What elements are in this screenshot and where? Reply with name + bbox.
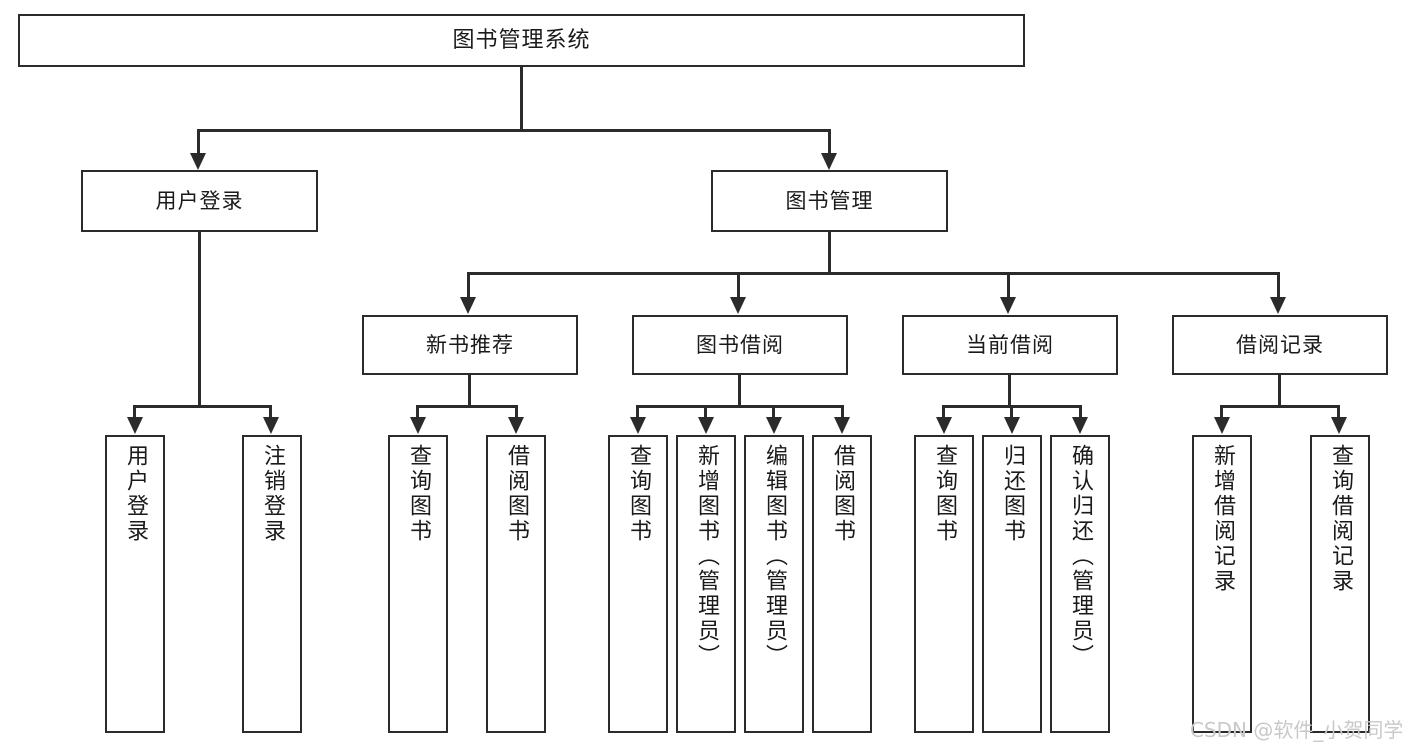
arrowhead-leaf-add-record [1214,417,1230,434]
node-label: 查询借阅记录 [1328,444,1353,594]
arrowhead-leaf-add-book [698,417,714,434]
node-label: 当前借阅 [966,332,1054,357]
connector-user-login-stem [198,232,201,408]
node-leaf-borrow-book-2[interactable]: 借阅图书 [812,435,872,733]
connector-book-borrow-l4 [841,405,844,418]
node-label: 用户登录 [123,444,148,544]
node-book-manage[interactable]: 图书管理 [711,170,948,232]
node-leaf-user-logout[interactable]: 注销登录 [242,435,302,733]
node-label: 图书管理系统 [452,27,591,53]
connector-book-manage-to-book-borrow [737,272,740,298]
arrowhead-leaf-edit-book [766,417,782,434]
arrowhead-leaf-borrow-book-2 [834,417,850,434]
node-label: 图书借阅 [696,332,784,357]
node-label: 新书推荐 [426,332,514,357]
connector-book-borrow-l3 [772,405,775,418]
node-label: 确认归还（管理员） [1068,444,1093,669]
arrowhead-leaf-borrow-book-1 [508,417,524,434]
arrowhead-leaf-return-book [1004,417,1020,434]
connector-book-borrow-bus [636,405,844,408]
connector-borrow-record-left [1220,405,1223,418]
connector-current-borrow-stem [1008,375,1011,408]
node-root-system[interactable]: 图书管理系统 [18,14,1025,67]
arrowhead-root-to-user-login [190,153,206,170]
arrowhead-leaf-user-logout [263,417,279,434]
node-leaf-return-book[interactable]: 归还图书 [982,435,1042,733]
node-borrow-record[interactable]: 借阅记录 [1172,315,1388,375]
connector-user-login-bus [133,405,271,408]
connector-book-manage-to-borrow-record [1277,272,1280,298]
node-user-login[interactable]: 用户登录 [81,170,318,232]
node-label: 借阅记录 [1236,332,1324,357]
node-leaf-add-book[interactable]: 新增图书（管理员） [676,435,736,733]
node-label: 新增借阅记录 [1210,444,1235,594]
node-label: 归还图书 [1000,444,1025,544]
connector-current-borrow-l3 [1079,405,1082,418]
connector-root-to-user-login [197,129,200,155]
arrowhead-leaf-user-login [127,417,143,434]
connector-book-manage-to-current-borrow [1007,272,1010,298]
arrowhead-leaf-confirm-return [1072,417,1088,434]
node-leaf-confirm-return[interactable]: 确认归还（管理员） [1050,435,1110,733]
connector-user-login-right [269,405,272,418]
arrowhead-leaf-query-book-1 [410,417,426,434]
node-leaf-user-login[interactable]: 用户登录 [105,435,165,733]
node-label: 图书管理 [785,188,874,213]
arrowhead-current-borrow [1000,297,1016,314]
connector-book-manage-to-new-book [467,272,470,298]
node-leaf-query-book-1[interactable]: 查询图书 [388,435,448,733]
connector-new-book-left [416,405,419,418]
arrowhead-borrow-record [1270,297,1286,314]
connector-root-bus [197,129,831,132]
connector-book-borrow-stem [738,375,741,408]
connector-current-borrow-l2 [1010,405,1013,418]
node-label: 借阅图书 [830,444,855,544]
arrowhead-root-to-book-manage [821,153,837,170]
node-label: 注销登录 [260,444,285,544]
arrowhead-book-borrow [730,297,746,314]
node-leaf-query-book-3[interactable]: 查询图书 [914,435,974,733]
connector-book-borrow-l1 [636,405,639,418]
connector-book-manage-bus [467,272,1280,275]
connector-root-to-book-manage [828,129,831,155]
connector-new-book-right [515,405,518,418]
connector-borrow-record-right [1337,405,1340,418]
node-label: 借阅图书 [504,444,529,544]
connector-book-manage-stem [828,232,831,274]
node-leaf-query-record[interactable]: 查询借阅记录 [1310,435,1370,733]
node-new-book-rec[interactable]: 新书推荐 [362,315,578,375]
arrowhead-new-book-rec [460,297,476,314]
connector-new-book-stem [468,375,471,408]
arrowhead-leaf-query-book-3 [936,417,952,434]
connector-borrow-record-stem [1278,375,1281,408]
node-leaf-add-record[interactable]: 新增借阅记录 [1192,435,1252,733]
node-label: 编辑图书（管理员） [762,444,787,669]
node-label: 查询图书 [932,444,957,544]
node-label: 用户登录 [155,188,244,213]
node-leaf-borrow-book-1[interactable]: 借阅图书 [486,435,546,733]
node-leaf-query-book-2[interactable]: 查询图书 [608,435,668,733]
connector-current-borrow-l1 [942,405,945,418]
arrowhead-leaf-query-book-2 [630,417,646,434]
node-label: 新增图书（管理员） [694,444,719,669]
connector-book-borrow-l2 [704,405,707,418]
connector-borrow-record-bus [1220,405,1340,408]
node-label: 查询图书 [406,444,431,544]
node-label: 查询图书 [626,444,651,544]
node-current-borrow[interactable]: 当前借阅 [902,315,1118,375]
connector-user-login-left [133,405,136,418]
connector-root-stem [520,67,523,129]
arrowhead-leaf-query-record [1331,417,1347,434]
node-leaf-edit-book[interactable]: 编辑图书（管理员） [744,435,804,733]
node-book-borrow[interactable]: 图书借阅 [632,315,848,375]
connector-new-book-bus [416,405,518,408]
